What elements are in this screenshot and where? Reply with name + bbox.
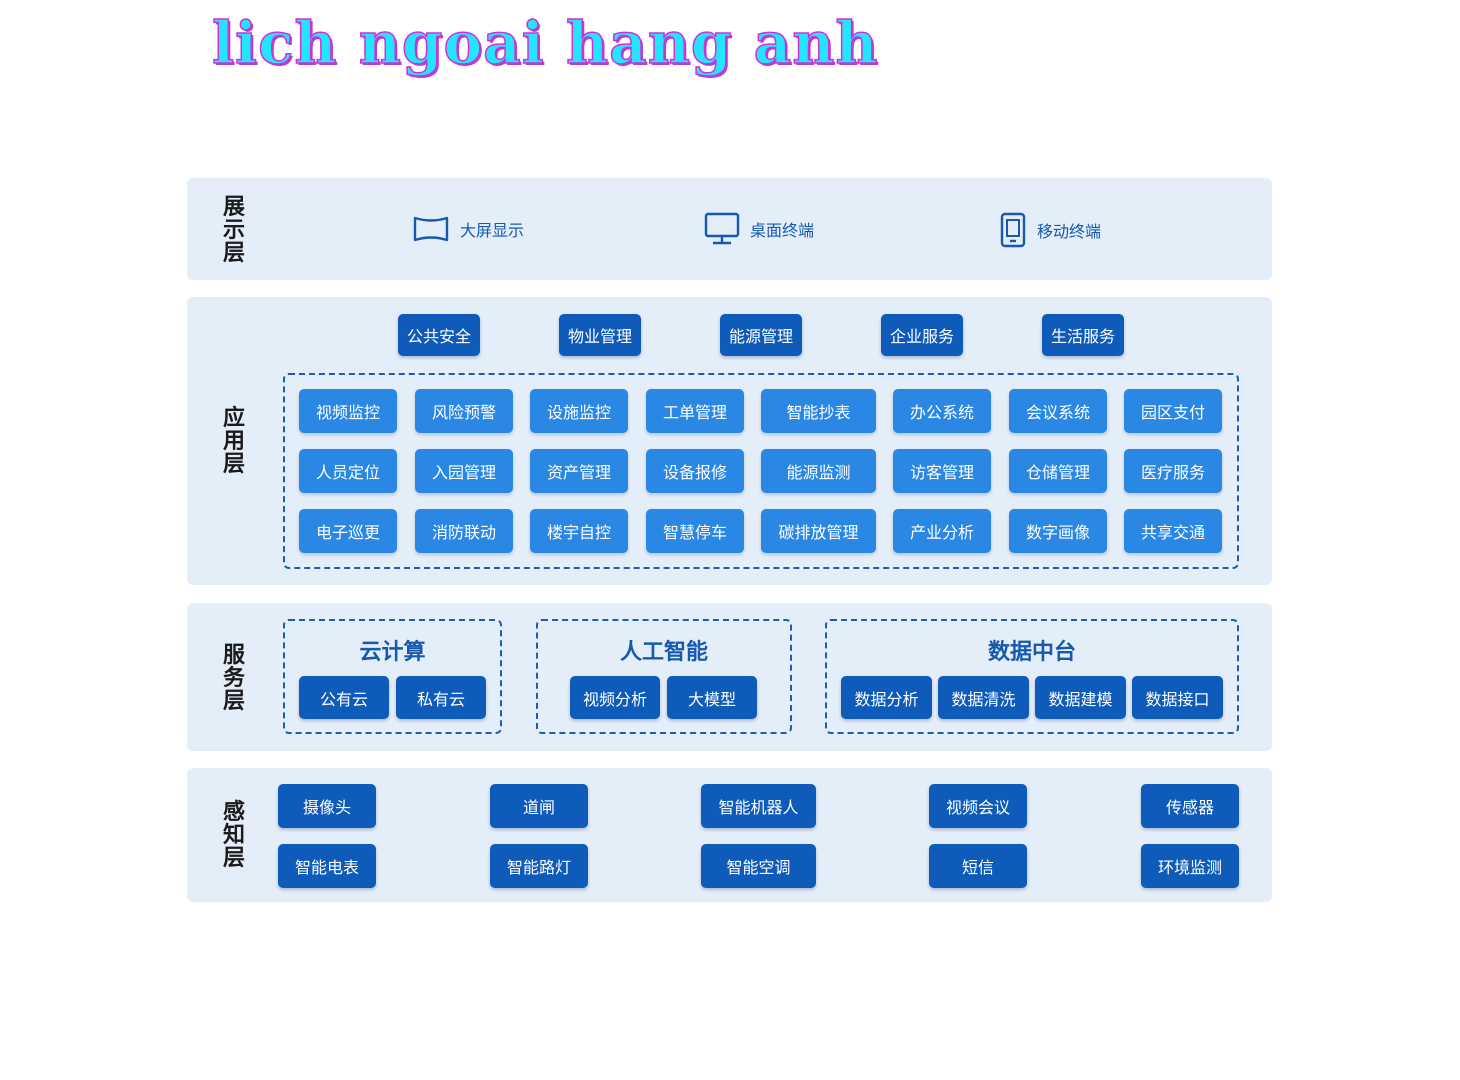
app-grid-button[interactable]: 设施监控	[530, 389, 628, 433]
perception-button[interactable]: 短信	[929, 844, 1027, 888]
perception-button[interactable]: 智能机器人	[701, 784, 816, 828]
service-layer: 服务层 云计算 公有云 私有云 人工智能 视频分析 大模型 数据中台 数据分析 …	[187, 603, 1272, 751]
perception-button[interactable]: 智能空调	[701, 844, 816, 888]
app-grid-button[interactable]: 数字画像	[1009, 509, 1107, 553]
app-grid-button[interactable]: 访客管理	[893, 449, 991, 493]
display-item-label: 大屏显示	[460, 221, 525, 240]
watermark-title: lich ngoai hang anh	[211, 8, 879, 78]
mobile-icon	[999, 212, 1027, 248]
app-grid-button[interactable]: 视频监控	[299, 389, 397, 433]
perception-layer: 感知层 摄像头 道闸 智能机器人 视频会议 传感器 智能电表 智能路灯 智能空调…	[187, 768, 1272, 902]
app-grid-button[interactable]: 入园管理	[415, 449, 513, 493]
app-grid-button[interactable]: 园区支付	[1124, 389, 1222, 433]
perception-button[interactable]: 环境监测	[1141, 844, 1239, 888]
service-button[interactable]: 私有云	[396, 676, 486, 719]
service-button[interactable]: 数据建模	[1035, 676, 1126, 719]
perception-button[interactable]: 传感器	[1141, 784, 1239, 828]
service-group-ai	[536, 619, 792, 734]
app-grid-button[interactable]: 人员定位	[299, 449, 397, 493]
service-group-title: 数据中台	[987, 640, 1076, 665]
app-grid-button[interactable]: 智慧停车	[646, 509, 744, 553]
service-group-title: 人工智能	[619, 640, 708, 665]
service-button[interactable]: 视频分析	[570, 676, 660, 719]
app-grid-button[interactable]: 产业分析	[893, 509, 991, 553]
application-layer: 应用层 公共安全 物业管理 能源管理 企业服务 生活服务 视频监控 风险预警 设…	[187, 297, 1272, 585]
display-layer: 展示层 大屏显示 桌面终端 移动终端	[187, 178, 1272, 280]
display-item-desktop: 桌面终端	[704, 212, 814, 246]
app-top-button[interactable]: 生活服务	[1042, 314, 1124, 356]
app-top-button[interactable]: 企业服务	[881, 314, 963, 356]
app-grid-button[interactable]: 仓储管理	[1009, 449, 1107, 493]
app-grid-button[interactable]: 电子巡更	[299, 509, 397, 553]
display-item-label: 桌面终端	[750, 221, 815, 240]
perception-button[interactable]: 道闸	[490, 784, 588, 828]
perception-button[interactable]: 智能电表	[278, 844, 376, 888]
app-top-button[interactable]: 能源管理	[720, 314, 802, 356]
display-item-label: 移动终端	[1037, 222, 1102, 241]
app-top-button[interactable]: 物业管理	[559, 314, 641, 356]
service-group-data	[825, 619, 1239, 734]
app-grid-button[interactable]: 会议系统	[1009, 389, 1107, 433]
service-button[interactable]: 数据清洗	[938, 676, 1029, 719]
service-button[interactable]: 公有云	[299, 676, 389, 719]
service-button[interactable]: 数据接口	[1132, 676, 1223, 719]
service-layer-label: 服务层	[222, 643, 245, 714]
app-grid-button[interactable]: 消防联动	[415, 509, 513, 553]
display-item-mobile: 移动终端	[999, 212, 1101, 248]
app-grid-button[interactable]: 办公系统	[893, 389, 991, 433]
monitor-icon	[704, 212, 740, 246]
curved-screen-icon	[412, 213, 450, 245]
perception-layer-label: 感知层	[222, 800, 245, 871]
app-grid-button[interactable]: 碳排放管理	[761, 509, 876, 553]
app-grid-button[interactable]: 资产管理	[530, 449, 628, 493]
service-group-title: 云计算	[359, 640, 426, 665]
app-grid-button[interactable]: 楼宇自控	[530, 509, 628, 553]
app-grid-button[interactable]: 风险预警	[415, 389, 513, 433]
service-group-cloud	[283, 619, 502, 734]
service-button[interactable]: 数据分析	[841, 676, 932, 719]
app-top-button[interactable]: 公共安全	[398, 314, 480, 356]
app-grid-button[interactable]: 设备报修	[646, 449, 744, 493]
application-layer-label: 应用层	[222, 406, 245, 477]
perception-button[interactable]: 视频会议	[929, 784, 1027, 828]
perception-button[interactable]: 智能路灯	[490, 844, 588, 888]
display-item-big-screen: 大屏显示	[412, 213, 524, 245]
perception-button[interactable]: 摄像头	[278, 784, 376, 828]
app-grid-button[interactable]: 工单管理	[646, 389, 744, 433]
app-grid-button[interactable]: 医疗服务	[1124, 449, 1222, 493]
app-grid-button[interactable]: 能源监测	[761, 449, 876, 493]
display-layer-label: 展示层	[222, 195, 245, 266]
app-grid-button[interactable]: 智能抄表	[761, 389, 876, 433]
application-grid-box	[283, 373, 1239, 569]
app-grid-button[interactable]: 共享交通	[1124, 509, 1222, 553]
service-button[interactable]: 大模型	[667, 676, 757, 719]
